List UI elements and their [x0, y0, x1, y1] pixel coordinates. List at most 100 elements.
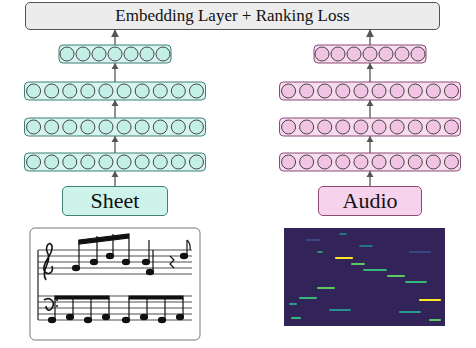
layer-bar	[280, 153, 461, 171]
neuron	[63, 120, 77, 134]
neuron	[135, 84, 149, 98]
neuron	[336, 155, 350, 169]
neuron	[156, 47, 170, 61]
layer-bar	[280, 82, 461, 100]
layer-bar	[25, 82, 206, 100]
arrow-head	[112, 63, 119, 69]
neuron	[153, 155, 167, 169]
neuron	[411, 47, 425, 61]
neuron	[117, 155, 131, 169]
layer-bar	[280, 118, 461, 136]
neuron	[318, 120, 332, 134]
neuron	[108, 47, 122, 61]
neuron	[60, 47, 74, 61]
neuron	[300, 120, 314, 134]
arrow-head	[367, 171, 374, 177]
neuron	[171, 120, 185, 134]
layer-bar	[314, 45, 426, 63]
neuron	[300, 155, 314, 169]
neuron	[372, 120, 386, 134]
neuron	[426, 120, 440, 134]
neuron	[390, 120, 404, 134]
neuron	[354, 84, 368, 98]
neuron	[117, 120, 131, 134]
neuron	[27, 155, 41, 169]
neuron	[318, 155, 332, 169]
neuron	[331, 47, 345, 61]
neuron	[408, 120, 422, 134]
arrow-head	[367, 63, 374, 69]
layer-bar	[25, 118, 206, 136]
neuron	[408, 84, 422, 98]
neuron	[81, 155, 95, 169]
sheet-music-image	[30, 228, 200, 340]
neuron	[444, 84, 458, 98]
neuron	[117, 84, 131, 98]
neuron	[372, 84, 386, 98]
node-label: Audio	[343, 188, 398, 214]
neuron	[140, 47, 154, 61]
neuron	[444, 120, 458, 134]
neuron	[390, 84, 404, 98]
neuron	[171, 155, 185, 169]
spectrogram-image	[284, 228, 445, 326]
neuron	[135, 120, 149, 134]
neuron	[189, 120, 203, 134]
neuron	[63, 155, 77, 169]
neuron	[27, 84, 41, 98]
neuron	[282, 84, 296, 98]
neuron	[45, 84, 59, 98]
neuron	[363, 47, 377, 61]
neuron	[81, 120, 95, 134]
neuron	[354, 155, 368, 169]
layer-bar	[59, 45, 171, 63]
neuron	[444, 155, 458, 169]
neuron	[76, 47, 90, 61]
neuron	[282, 120, 296, 134]
neuron	[318, 84, 332, 98]
neuron	[189, 84, 203, 98]
layer-stack	[25, 45, 461, 177]
neuron	[315, 47, 329, 61]
embedding-box: Embedding Layer + Ranking Loss	[25, 2, 440, 30]
neuron	[372, 155, 386, 169]
neuron	[336, 84, 350, 98]
neuron	[282, 155, 296, 169]
neuron	[92, 47, 106, 61]
arrow-head	[112, 136, 119, 142]
input-box: Sheet	[62, 186, 168, 216]
neuron	[189, 155, 203, 169]
neuron	[27, 120, 41, 134]
neuron	[45, 120, 59, 134]
input-box: Audio	[318, 186, 422, 216]
neuron	[300, 84, 314, 98]
neuron	[99, 155, 113, 169]
neuron	[390, 155, 404, 169]
neuron	[395, 47, 409, 61]
node-label: Embedding Layer + Ranking Loss	[115, 6, 349, 26]
neuron	[81, 84, 95, 98]
arrow-head	[112, 100, 119, 106]
arrow-head	[367, 136, 374, 142]
neuron	[354, 120, 368, 134]
neuron	[63, 84, 77, 98]
neuron	[347, 47, 361, 61]
neuron	[171, 84, 185, 98]
layer-bar	[25, 153, 206, 171]
neuron	[45, 155, 59, 169]
neuron	[426, 84, 440, 98]
arrow-head	[367, 100, 374, 106]
arrow-head	[112, 171, 119, 177]
node-label: Sheet	[91, 188, 140, 214]
neuron	[379, 47, 393, 61]
neuron	[135, 155, 149, 169]
neuron	[426, 155, 440, 169]
neuron	[336, 120, 350, 134]
neuron	[99, 120, 113, 134]
neuron	[153, 84, 167, 98]
neuron	[99, 84, 113, 98]
neuron	[124, 47, 138, 61]
neuron	[153, 120, 167, 134]
neuron	[408, 155, 422, 169]
